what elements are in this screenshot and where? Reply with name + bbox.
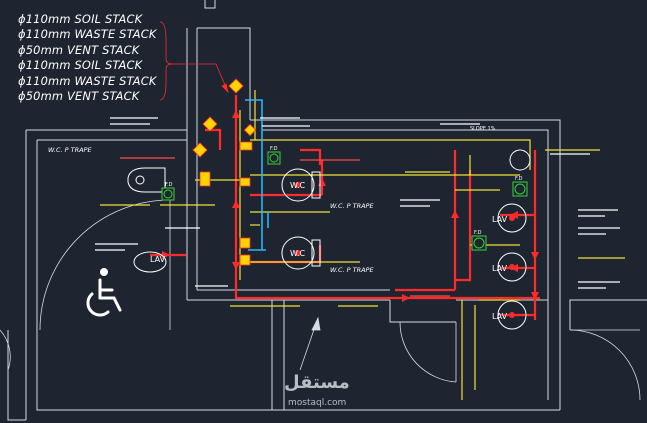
lav-left-label: LAV	[150, 255, 166, 264]
lav-2	[497, 252, 527, 282]
wc-1	[281, 168, 321, 202]
walls	[7, 0, 647, 421]
wc-p-trape-low-label: W.C. P TRAPE	[330, 266, 374, 274]
cleanout-fittings	[192, 78, 257, 266]
wc-1-label: W.C	[290, 181, 306, 190]
fd-4-label: F.D	[515, 176, 523, 182]
fixture-drains	[295, 182, 515, 318]
cleanout-icon	[228, 78, 244, 94]
section-arrow	[299, 316, 321, 371]
cleanout-icon	[192, 142, 208, 158]
legend-leaders	[159, 21, 229, 101]
watermark-arabic: مستقل	[284, 372, 350, 393]
floor-drains	[161, 151, 528, 251]
legend-item: ϕ110mm WASTE STACK	[18, 73, 157, 88]
floor-drain-icon	[267, 151, 281, 165]
legend-item: ϕ50mm VENT STACK	[18, 42, 140, 57]
cleanout-icon	[202, 116, 218, 132]
legend-item: ϕ50mm VENT STACK	[18, 89, 140, 104]
lav-3	[497, 300, 527, 330]
legend-item: ϕ110mm SOIL STACK	[18, 12, 143, 26]
lav-3-label: LAV	[492, 312, 508, 321]
floor-drain-icon	[161, 187, 175, 201]
slope-label: SLOPE 1%	[470, 126, 496, 132]
wc-2	[281, 236, 321, 270]
lav-1	[497, 203, 527, 233]
vent-pipes	[245, 99, 269, 251]
lav-2-label: LAV	[492, 264, 508, 273]
fd-2-label: F.D	[270, 146, 278, 152]
door-swings	[0, 199, 641, 401]
wc-2-label: W.C	[290, 249, 306, 258]
wheelchair-accessibility-icon	[86, 268, 122, 317]
legend-item: ϕ110mm WASTE STACK	[18, 27, 157, 42]
drawing-labels: W.C. P TRAPE W.C. P TRAPE W.C. P TRAPE W…	[48, 126, 523, 321]
wc-p-trape-left-label: W.C. P TRAPE	[48, 146, 92, 154]
fd-1-label: F.D	[165, 182, 173, 188]
wc-left	[127, 167, 166, 193]
cleanout-icon	[243, 123, 257, 137]
wc-p-trape-mid-label: W.C. P TRAPE	[330, 202, 374, 210]
watermark-latin: mostaql.com	[288, 398, 347, 408]
legend-item: ϕ110mm SOIL STACK	[18, 58, 143, 73]
stack-legend: ϕ110mm SOIL STACK ϕ110mm WASTE STACK ϕ50…	[18, 12, 157, 104]
floor-drain-icon	[512, 181, 528, 197]
fd-3-label: F.D	[474, 230, 482, 236]
lav-1-label: LAV	[492, 215, 508, 224]
lav-left	[133, 251, 167, 273]
floor-drain-icon	[471, 235, 487, 251]
illegible-annotations	[95, 117, 625, 307]
